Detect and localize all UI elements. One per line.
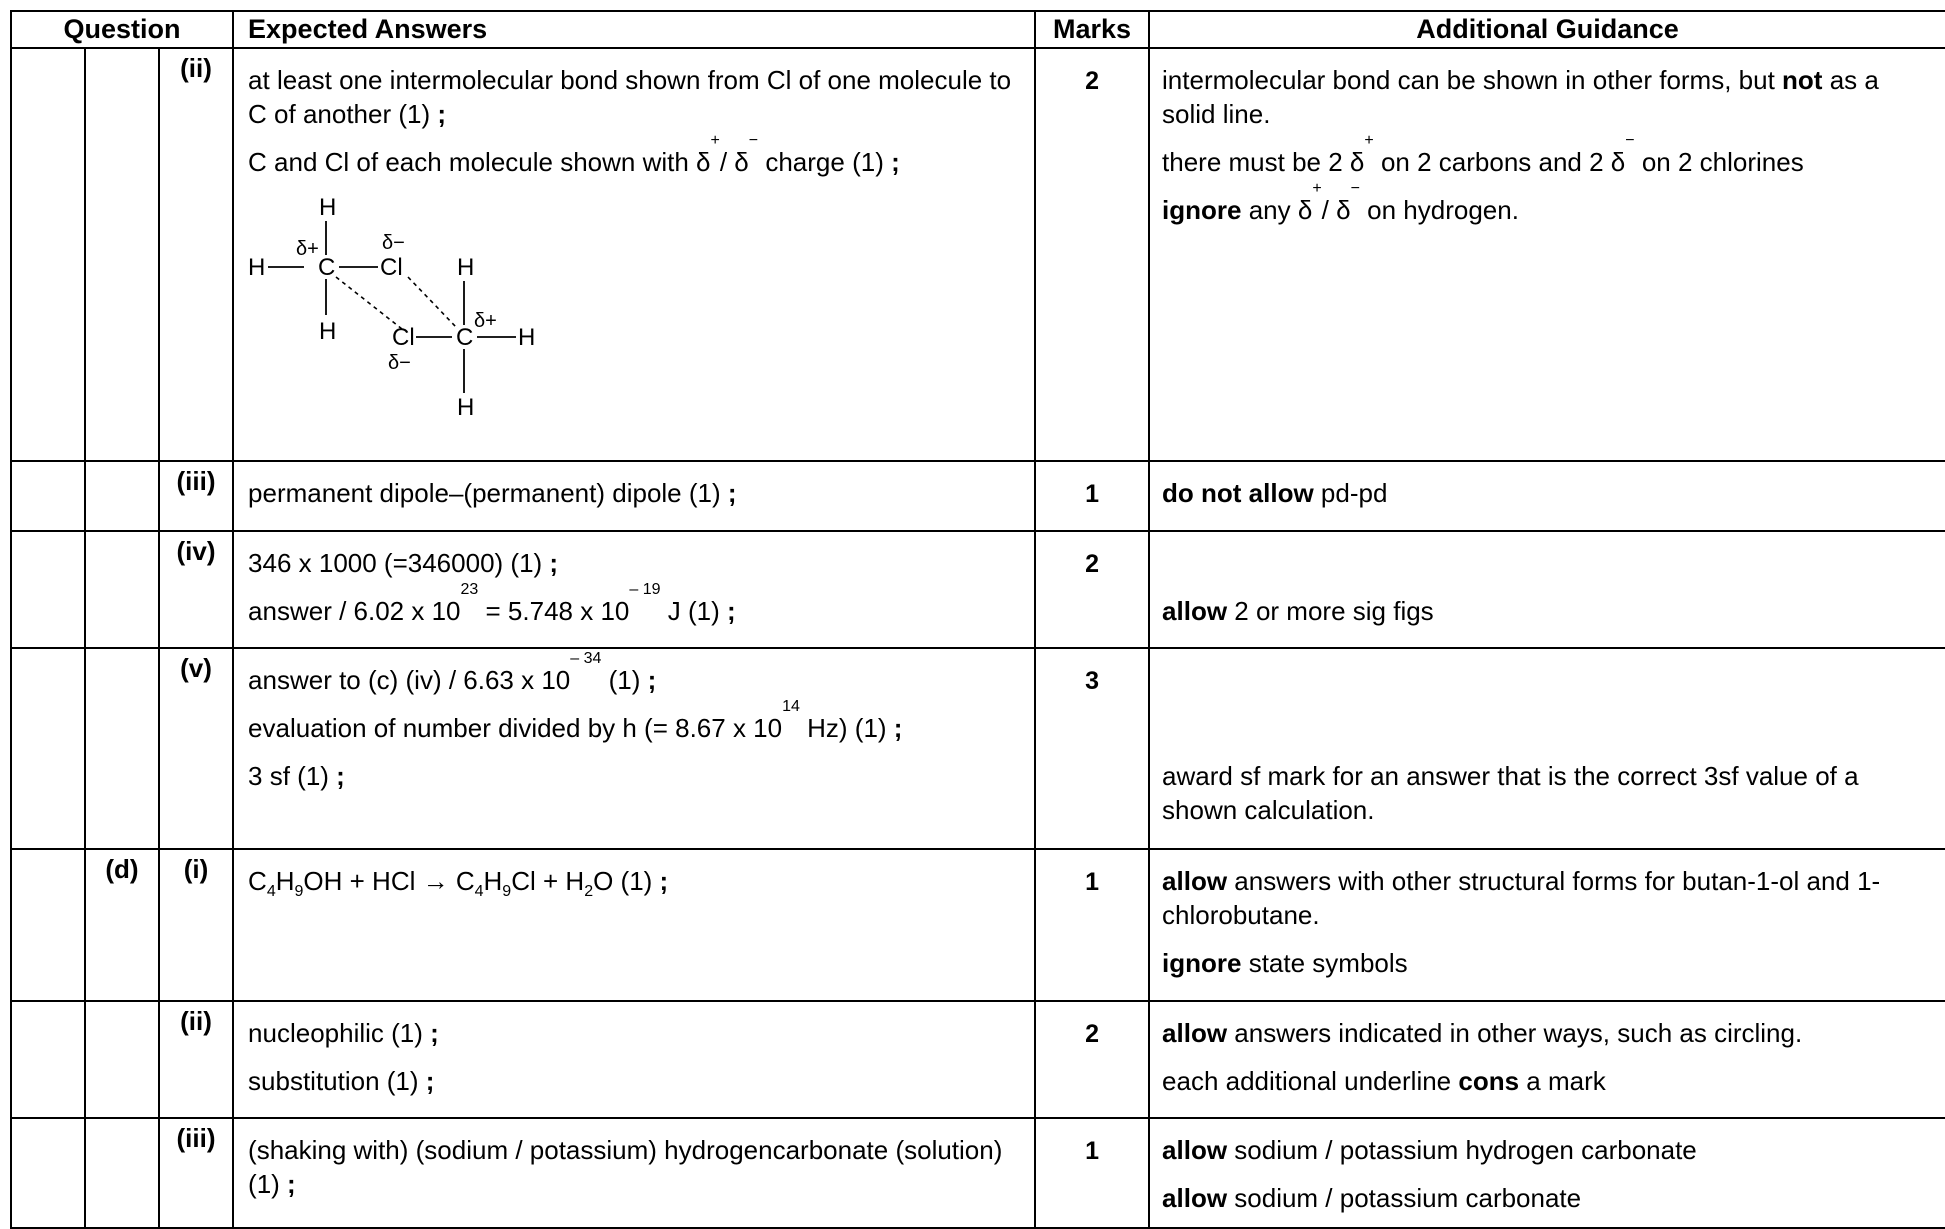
table-row: (v) answer to (c) (iv) / 6.63 x 10– 34 (… — [10, 647, 1945, 850]
marks-cell: 1 — [1034, 460, 1151, 532]
atom-label: H — [248, 254, 265, 281]
partial-charge-label: δ+ — [474, 310, 497, 332]
marks-cell: 3 — [1034, 647, 1151, 850]
expected-answer-cell: nucleophilic (1) ; substitution (1) ; — [232, 1000, 1037, 1119]
mark-scheme-table: Question Expected Answers Marks Addition… — [9, 10, 1945, 1229]
marks-cell: 1 — [1034, 1117, 1151, 1229]
expected-answer-cell: permanent dipole–(permanent) dipole (1) … — [232, 460, 1037, 532]
header-additional-guidance: Additional Guidance — [1148, 10, 1945, 49]
structure-svg: H H C Cl H H Cl C H H δ+ δ− δ+ — [248, 194, 535, 421]
expected-answer-cell: C4H9OH + HCl → C4H9Cl + H2O (1) ; — [232, 848, 1037, 1002]
atom-label: Cl — [380, 254, 403, 281]
atom-label: C — [318, 254, 335, 281]
table-row: (iv) 346 x 1000 (=346000) (1) ; answer /… — [10, 530, 1945, 649]
table-row: (iii) (shaking with) (sodium / potassium… — [10, 1117, 1945, 1229]
atom-label: C — [456, 324, 473, 351]
guidance-cell: allow answers with other structural form… — [1148, 848, 1945, 1002]
dipole-structure-diagram: H H C Cl H H Cl C H H δ+ δ− δ+ — [248, 193, 1020, 436]
guidance-cell: intermolecular bond can be shown in othe… — [1148, 47, 1945, 462]
header-expected-answers: Expected Answers — [232, 10, 1037, 49]
partial-charge-label: δ− — [382, 232, 405, 254]
header-marks: Marks — [1034, 10, 1151, 49]
table-row: (iii) permanent dipole–(permanent) dipol… — [10, 460, 1945, 532]
atom-label: H — [457, 394, 474, 421]
atom-label: H — [319, 194, 336, 221]
subpart-label: (iv) — [157, 530, 235, 649]
subpart-label: (iii) — [157, 1117, 235, 1229]
part-label: (d) — [84, 848, 160, 1002]
subpart-label: (ii) — [157, 47, 235, 462]
expected-answer-cell: answer to (c) (iv) / 6.63 x 10– 34 (1) ;… — [232, 647, 1037, 850]
subpart-label: (v) — [157, 647, 235, 850]
table-row: (ii) nucleophilic (1) ; substitution (1)… — [10, 1000, 1945, 1119]
expected-answer-cell: at least one intermolecular bond shown f… — [232, 47, 1037, 462]
guidance-cell: allow answers indicated in other ways, s… — [1148, 1000, 1945, 1119]
subpart-label: (ii) — [157, 1000, 235, 1119]
marks-cell: 2 — [1034, 47, 1151, 462]
table-row: (ii) at least one intermolecular bond sh… — [10, 47, 1945, 462]
table-row: (d) (i) C4H9OH + HCl → C4H9Cl + H2O (1) … — [10, 848, 1945, 1002]
expected-answer-cell: 346 x 1000 (=346000) (1) ; answer / 6.02… — [232, 530, 1037, 649]
subpart-label: (i) — [157, 848, 235, 1002]
header-question: Question — [9, 10, 235, 49]
header-row: Question Expected Answers Marks Addition… — [9, 10, 1945, 49]
guidance-cell: award sf mark for an answer that is the … — [1148, 647, 1945, 850]
guidance-cell: do not allow pd-pd — [1148, 460, 1945, 532]
partial-charge-label: δ− — [388, 352, 411, 374]
partial-charge-label: δ+ — [296, 238, 319, 260]
guidance-cell: allow sodium / potassium hydrogen carbon… — [1148, 1117, 1945, 1229]
atom-label: H — [319, 318, 336, 345]
marks-cell: 1 — [1034, 848, 1151, 1002]
marks-cell: 2 — [1034, 1000, 1151, 1119]
atom-label: Cl — [392, 324, 415, 351]
subpart-label: (iii) — [157, 460, 235, 532]
chemical-equation: C4H9OH + HCl → C4H9Cl + H2O (1) ; — [248, 866, 669, 900]
atom-label: H — [457, 254, 474, 281]
expected-answer-cell: (shaking with) (sodium / potassium) hydr… — [232, 1117, 1037, 1229]
marks-cell: 2 — [1034, 530, 1151, 649]
guidance-cell: allow 2 or more sig figs — [1148, 530, 1945, 649]
atom-label: H — [518, 324, 535, 351]
